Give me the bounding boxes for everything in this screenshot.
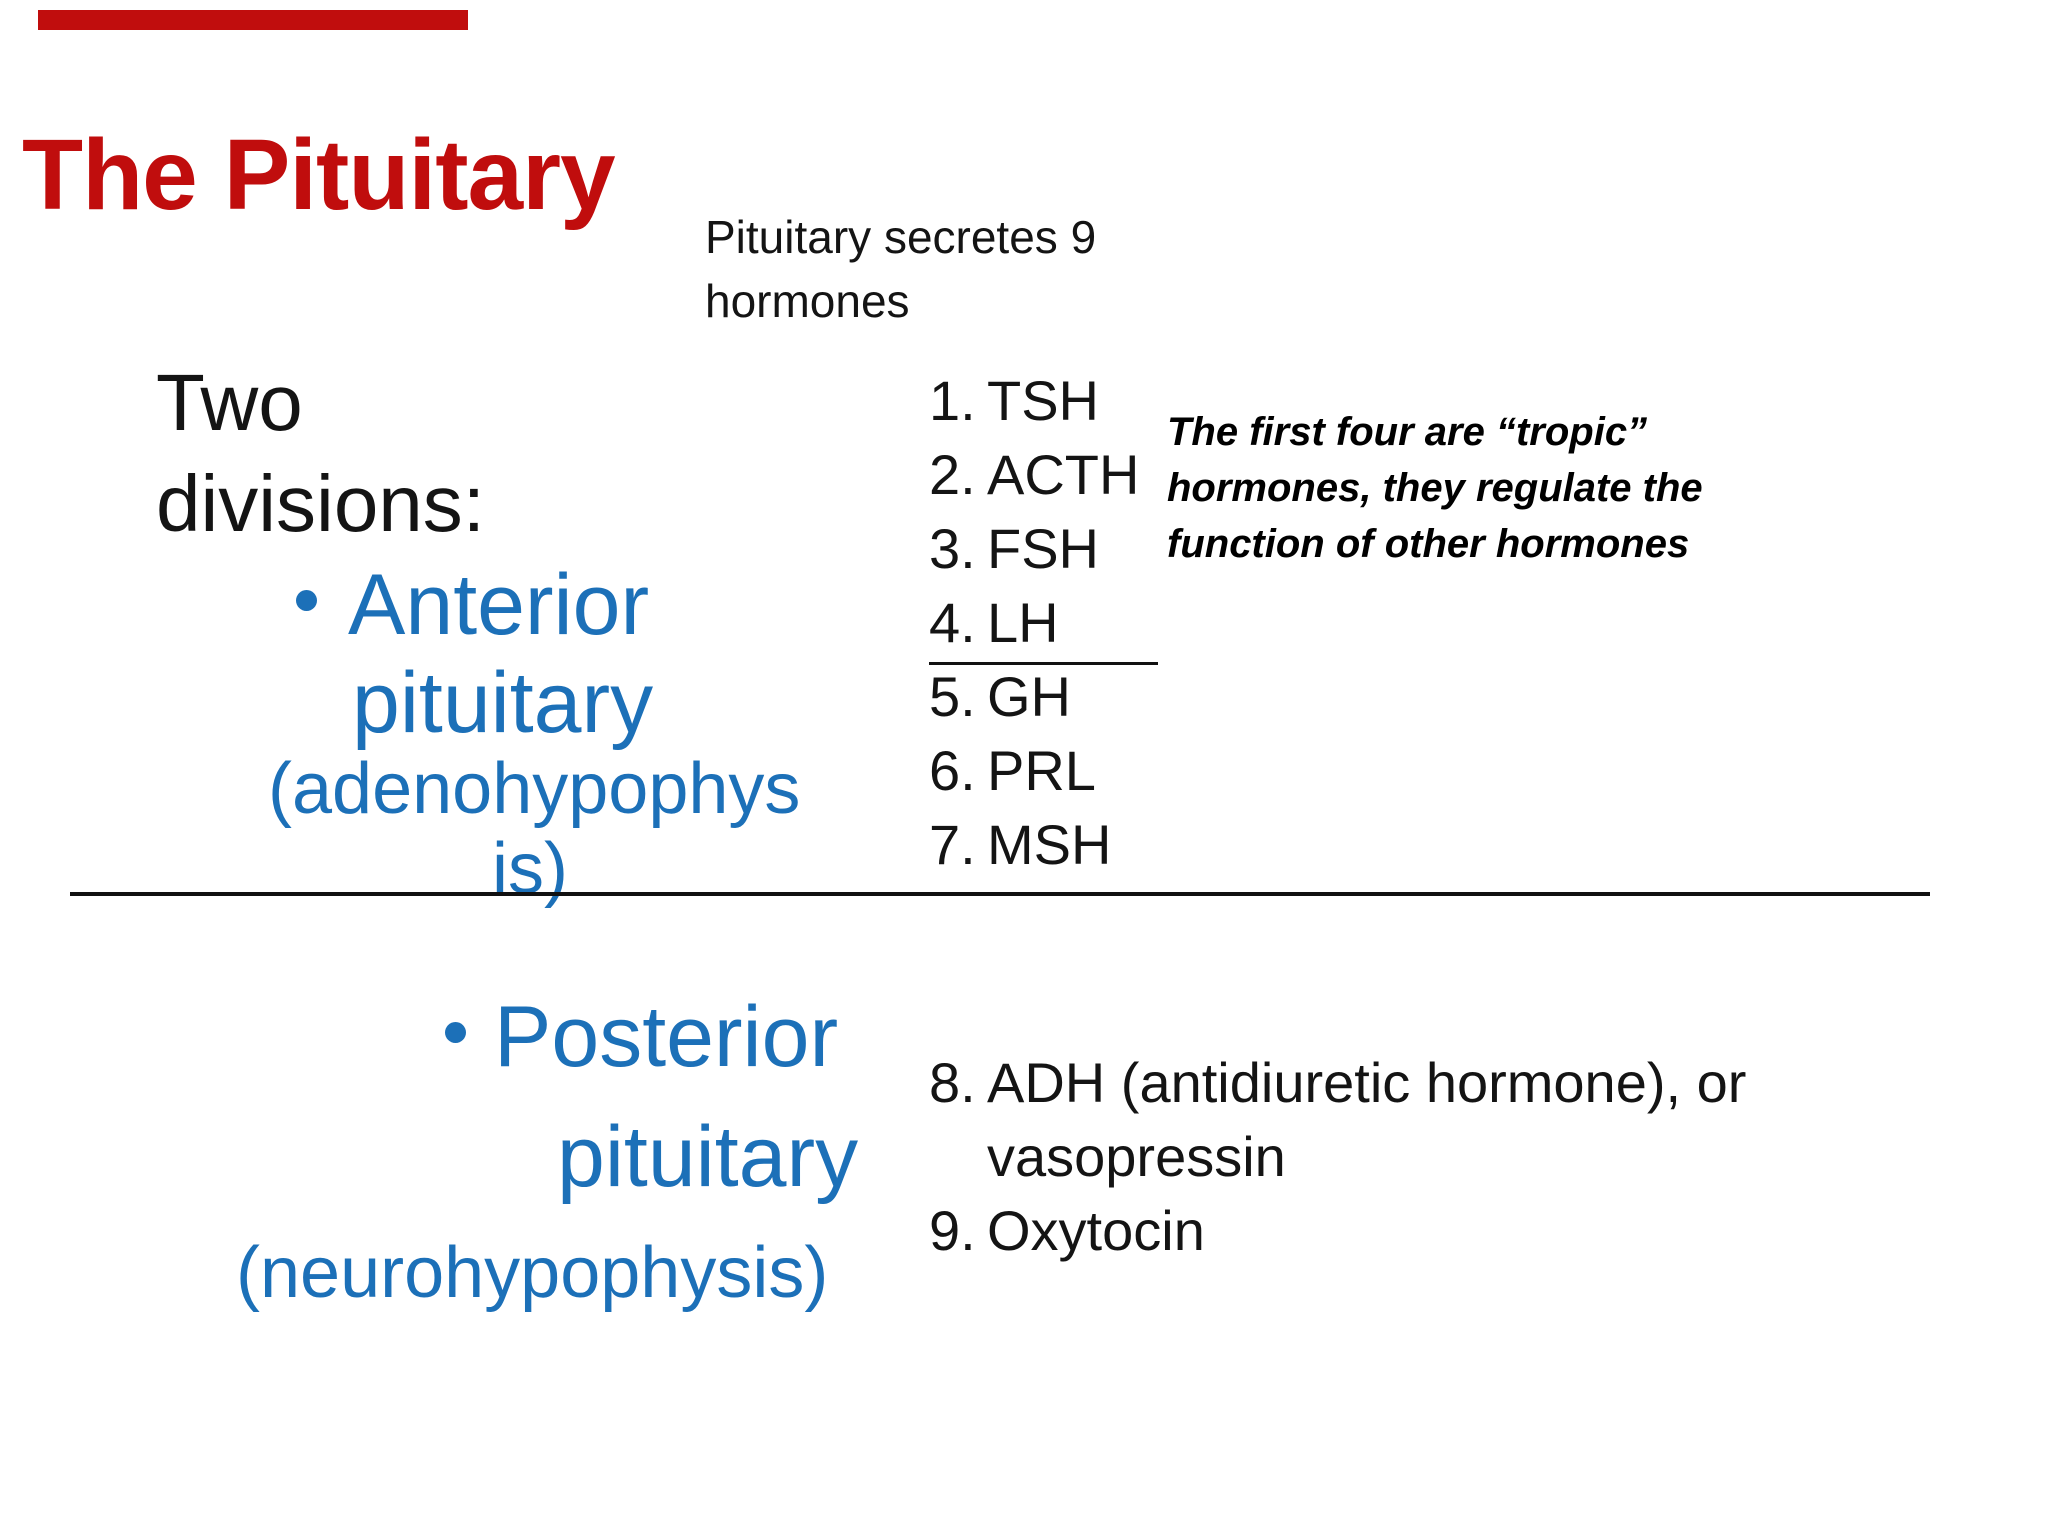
tropic-annotation-line2: hormones, they regulate the: [1167, 466, 1703, 510]
hormone-item-number: 8.: [929, 1051, 976, 1114]
hormone-item-label: vasopressin: [987, 1125, 1286, 1188]
hormone-item-label: ADH (antidiuretic hormone), or: [987, 1051, 1747, 1114]
hormone-list-item: 2. ACTH: [929, 438, 1139, 512]
hormone-item-label: LH: [987, 591, 1059, 654]
anterior-paren-line2: is): [492, 829, 568, 909]
hormone-item-number: 3.: [929, 517, 976, 580]
hormone-item-number: 1.: [929, 369, 976, 432]
secretes-note-line1: Pituitary secretes 9: [705, 211, 1097, 263]
hormone-item-number: 6.: [929, 739, 976, 802]
hormone-list-item: 7. MSH: [929, 808, 1139, 882]
hormone-list-item: 8. ADH (antidiuretic hormone), or: [929, 1046, 1746, 1120]
posterior-hormone-list: 8. ADH (antidiuretic hormone), or vasopr…: [929, 1046, 1746, 1268]
anterior-paren-line1: (adenohypophys: [268, 749, 801, 829]
section-divider-line: [70, 892, 1930, 896]
hormone-list-item: 1. TSH: [929, 364, 1139, 438]
tropic-annotation-line3: function of other hormones: [1167, 522, 1690, 566]
hormone-item-number: 4.: [929, 591, 976, 654]
divisions-heading-line2: divisions:: [156, 459, 486, 548]
hormone-list-item: 9. Oxytocin: [929, 1194, 1746, 1268]
tropic-annotation-line1: The first four are “tropic”: [1167, 410, 1648, 454]
divisions-heading: Two divisions:: [156, 352, 485, 554]
posterior-paren: (neurohypophysis): [236, 1233, 829, 1313]
slide-title: The Pituitary: [22, 119, 616, 231]
tropic-separator-line: [929, 662, 1158, 665]
hormone-item-label: TSH: [987, 369, 1099, 432]
hormone-item-label: ACTH: [987, 443, 1140, 506]
hormone-list: 1. TSH 2. ACTH 3. FSH 4. LH 5. GH 6. PRL…: [929, 364, 1139, 882]
anterior-line2: pituitary: [352, 655, 654, 751]
posterior-line2: pituitary: [557, 1109, 859, 1205]
anterior-line1: Anterior: [348, 557, 650, 653]
tropic-annotation: The first four are “tropic” hormones, th…: [1167, 404, 1703, 572]
hormone-item-number: 9.: [929, 1199, 976, 1262]
divisions-heading-line1: Two: [156, 358, 303, 447]
hormone-item-label: FSH: [987, 517, 1099, 580]
secretes-note: Pituitary secretes 9 hormones: [705, 205, 1096, 333]
hormone-list-item: 3. FSH: [929, 512, 1139, 586]
hormone-item-label: GH: [987, 665, 1071, 728]
hormone-list-item: 5. GH: [929, 660, 1139, 734]
top-accent-bar: [38, 10, 468, 30]
bullet-icon: [445, 1022, 466, 1043]
hormone-item-label: PRL: [987, 739, 1096, 802]
hormone-item-number: 7.: [929, 813, 976, 876]
hormone-item-label: MSH: [987, 813, 1112, 876]
secretes-note-line2: hormones: [705, 275, 910, 327]
hormone-list-item: 6. PRL: [929, 734, 1139, 808]
hormone-item-number: 2.: [929, 443, 976, 506]
hormone-list-item-continuation: vasopressin: [929, 1120, 1746, 1194]
bullet-icon: [296, 590, 317, 611]
posterior-line1: Posterior: [494, 989, 839, 1085]
hormone-list-item: 4. LH: [929, 586, 1139, 660]
hormone-item-label: Oxytocin: [987, 1199, 1205, 1262]
hormone-item-number: 5.: [929, 665, 976, 728]
